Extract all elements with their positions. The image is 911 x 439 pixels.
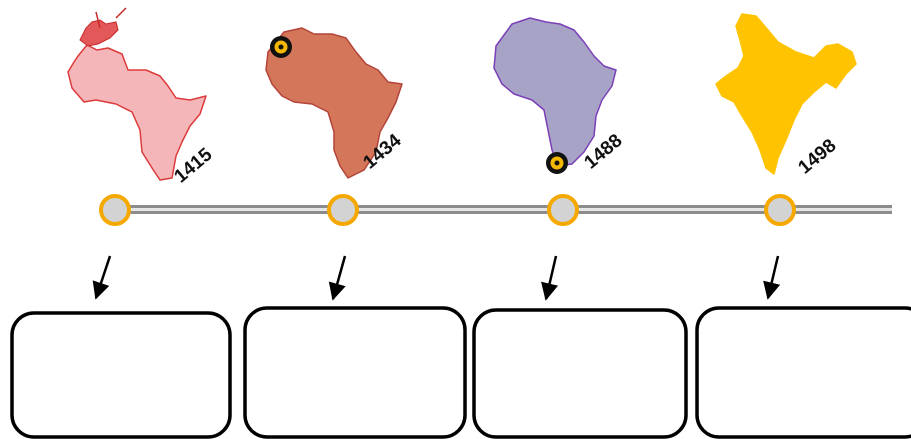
- answer-box[interactable]: [10, 311, 232, 439]
- answer-box[interactable]: [243, 306, 467, 439]
- down-arrow: [92, 255, 112, 300]
- africa-map-icon: [493, 17, 617, 167]
- down-arrow: [328, 255, 347, 301]
- india-map-icon: [715, 13, 857, 175]
- down-arrow: [763, 255, 781, 300]
- africa-map-icon: [67, 7, 207, 181]
- southern-tip-marker: [546, 152, 568, 174]
- africa-map-icon: [265, 27, 403, 179]
- west-africa-marker: [270, 36, 292, 58]
- answer-box[interactable]: [472, 308, 688, 439]
- year-label: 1498: [795, 135, 841, 178]
- answer-box[interactable]: [695, 306, 911, 439]
- timeline-node: [327, 194, 359, 226]
- down-arrow: [541, 255, 559, 301]
- timeline-bar: [112, 205, 892, 214]
- timeline-node: [547, 194, 579, 226]
- timeline-node: [764, 194, 796, 226]
- timeline-node: [99, 194, 131, 226]
